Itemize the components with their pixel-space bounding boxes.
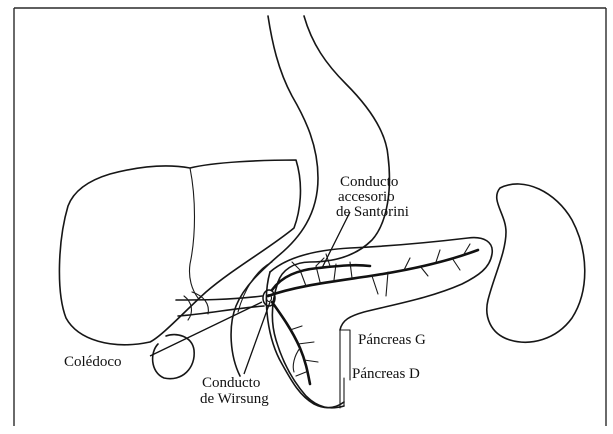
label-wirsung-line2: de Wirsung: [200, 391, 269, 407]
gallbladder-outline: [153, 335, 195, 379]
leader-wirsung: [244, 302, 270, 374]
label-wirsung: Conducto de Wirsung: [200, 375, 269, 407]
label-pancreas-g: Páncreas G: [358, 332, 426, 348]
pancreas-body-outline: [270, 238, 492, 330]
spleen-outline: [487, 184, 585, 342]
label-santorini-line3: de Santorini: [336, 204, 409, 220]
label-wirsung-line1: Conducto: [202, 375, 260, 391]
liver-inner-line: [189, 168, 198, 298]
label-coledoco: Colédoco: [64, 354, 122, 370]
label-santorini: Conducto accesorio de Santorini: [336, 174, 409, 220]
label-santorini-line1: Conducto: [340, 174, 398, 190]
duodenum-outline: [272, 282, 344, 408]
coledoco-duct: [176, 292, 264, 320]
head-duct-branches: [272, 302, 318, 384]
label-pancreas-d: Páncreas D: [352, 366, 420, 382]
pancreas-division-lines: [340, 330, 350, 408]
label-santorini-line2: accesorio: [338, 189, 395, 205]
wirsung-duct: [268, 244, 478, 296]
